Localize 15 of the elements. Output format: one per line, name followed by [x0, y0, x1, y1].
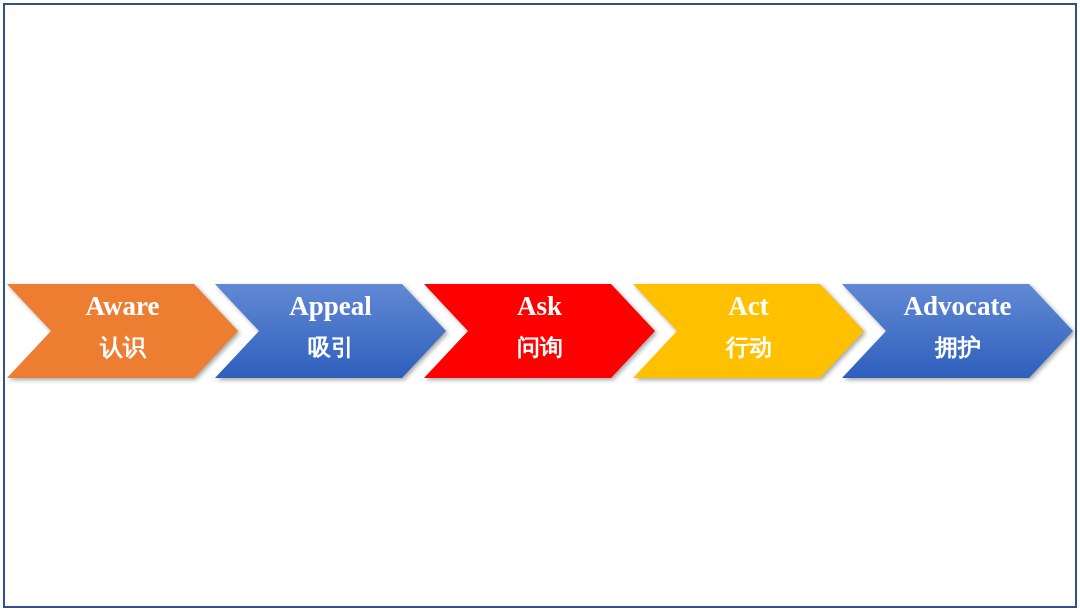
chevron-step — [842, 284, 1073, 378]
step-label: 认识 — [99, 334, 146, 361]
step-title: Appeal — [289, 291, 372, 323]
step-label: 拥护 — [934, 334, 981, 361]
step-label: 行动 — [725, 334, 772, 361]
chevron-step — [424, 284, 655, 378]
chevron-step — [7, 284, 238, 378]
chevron-step — [633, 284, 864, 378]
step-label: 吸引 — [307, 334, 354, 361]
step-title: Ask — [517, 291, 562, 323]
chevron-step — [215, 284, 446, 378]
step-label: 问询 — [516, 334, 563, 361]
step-title: Act — [728, 291, 769, 323]
step-title: Advocate — [903, 291, 1012, 323]
step-title: Aware — [85, 291, 160, 323]
